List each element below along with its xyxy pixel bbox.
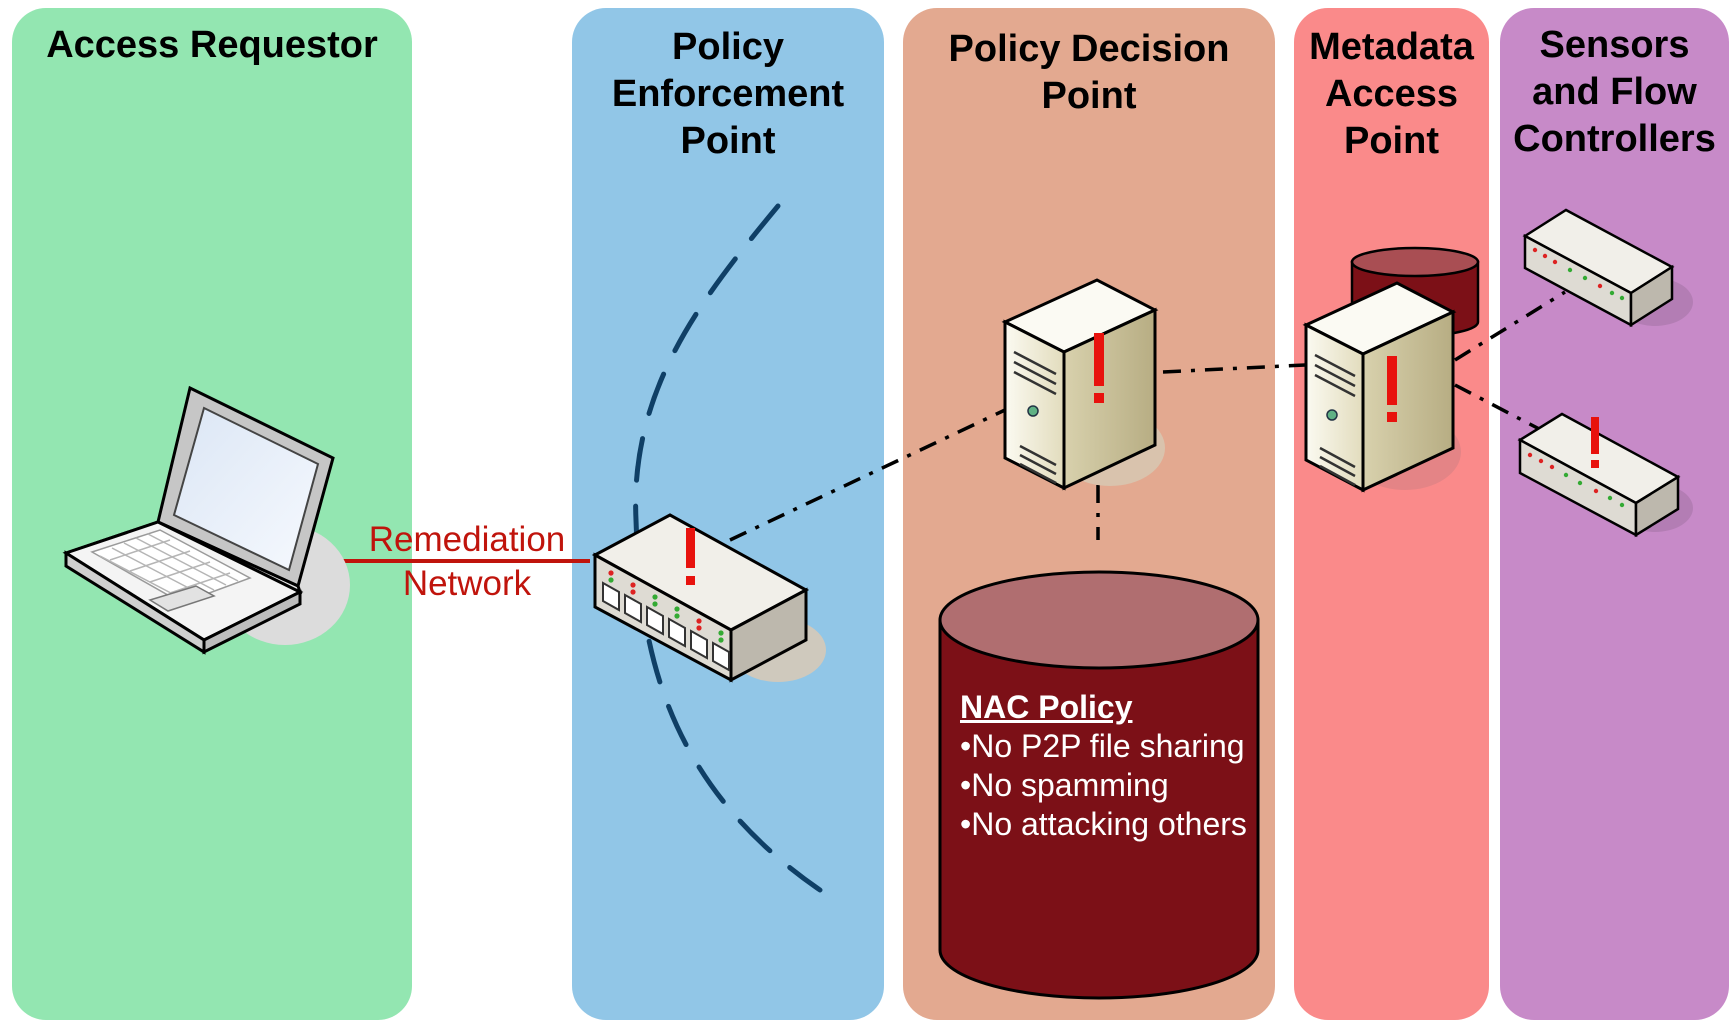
label-line: Remediation — [368, 520, 566, 559]
nac-policy-item: •No spamming — [960, 767, 1169, 803]
sensor-device-icon — [1522, 208, 1693, 328]
column-title: Policy Decision Point — [903, 26, 1275, 120]
column-title: Metadata Access Point — [1294, 24, 1489, 165]
column-policy-enforcement-point: Policy Enforcement Point — [572, 8, 884, 1020]
title-line: and Flow — [1532, 71, 1697, 113]
label-line: Network — [402, 564, 532, 603]
sensor-device-icon — [1517, 412, 1693, 538]
column-title: Policy Enforcement Point — [572, 24, 884, 165]
title-line: Sensors — [1539, 24, 1690, 66]
nac-policy-heading: NAC Policy — [960, 689, 1133, 725]
network-switch-icon — [591, 513, 826, 683]
nac-policy-list: NAC Policy •No P2P file sharing •No spam… — [960, 688, 1260, 844]
server-icon — [1001, 278, 1165, 491]
column-metadata-access-point: Metadata Access Point — [1294, 8, 1489, 1020]
nac-policy-item: •No P2P file sharing — [960, 728, 1245, 764]
title-line: Point — [1344, 120, 1439, 162]
title-line: Point — [680, 120, 776, 162]
title-line: Policy Decision — [948, 28, 1230, 70]
column-title: Sensors and Flow Controllers — [1500, 22, 1729, 163]
alert-exclamation-icon — [1591, 417, 1599, 468]
trust-boundary-arc — [633, 203, 823, 893]
title-line: Point — [1041, 75, 1137, 117]
nac-policy-item: •No attacking others — [960, 806, 1247, 842]
alert-exclamation-icon — [1094, 333, 1104, 403]
title-line: Access Requestor — [46, 24, 378, 66]
title-line: Metadata — [1309, 26, 1474, 68]
alert-exclamation-icon — [1387, 356, 1397, 422]
title-line: Policy — [672, 26, 784, 68]
database-icon — [938, 570, 1260, 1000]
alert-exclamation-icon — [686, 528, 695, 585]
server-icon — [1302, 281, 1461, 493]
title-line: Access — [1324, 73, 1459, 115]
title-line: Enforcement — [611, 73, 845, 115]
link-switch-to-pdp — [729, 408, 1006, 542]
dash-dot-links — [729, 290, 1566, 542]
column-sensors-flow-controllers: Sensors and Flow Controllers — [1500, 8, 1729, 1020]
remediation-network-label: Remediation Network — [352, 518, 582, 606]
column-title: Access Requestor — [12, 22, 412, 69]
laptop-icon — [62, 385, 350, 655]
link-map-to-sensor-bottom — [1454, 383, 1546, 434]
title-line: Controllers — [1513, 118, 1716, 160]
link-pdp-to-map — [1162, 363, 1306, 374]
